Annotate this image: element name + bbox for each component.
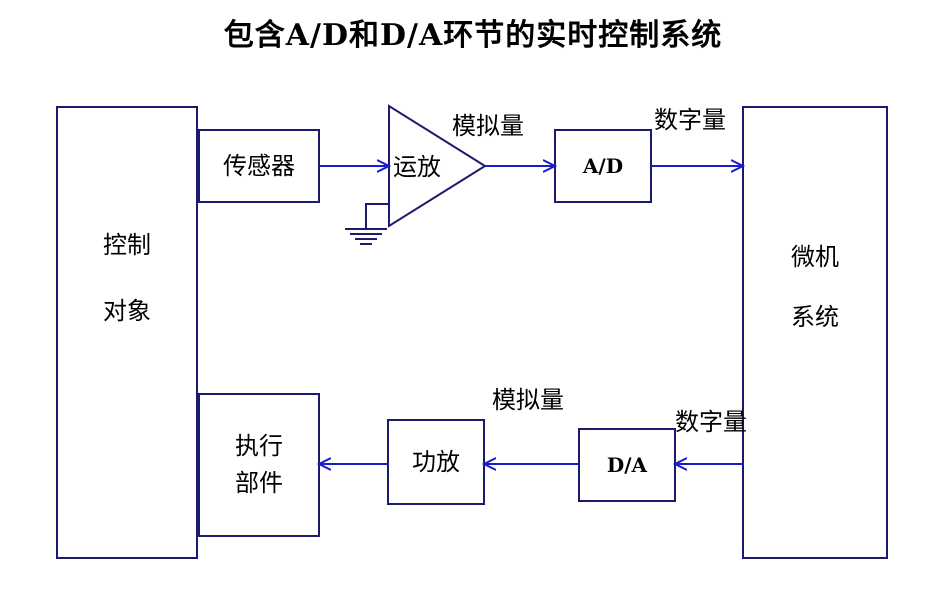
analog-signal-label-top: 模拟量 [452, 112, 524, 140]
dac-label: D/A [606, 453, 648, 477]
microcomputer-label-line2: 系统 [791, 303, 839, 331]
microcomputer-block [742, 106, 888, 559]
microcomputer-label: 微机 系统 [743, 245, 887, 329]
power-amp-label: 功放 [412, 447, 460, 476]
control-object-label: 控制 对象 [57, 233, 197, 323]
amplifier-label: 运放 [393, 153, 441, 181]
control-object-block [56, 106, 198, 559]
analog-signal-label-bottom: 模拟量 [492, 386, 564, 414]
actuator-label-line1: 执行 [235, 432, 283, 461]
digital-signal-label-top: 数字量 [654, 106, 726, 134]
digital-signal-label-bottom: 数字量 [675, 408, 747, 436]
actuator-label-line2: 部件 [235, 469, 283, 497]
adc-label: A/D [582, 154, 624, 178]
microcomputer-label-line1: 微机 [791, 243, 839, 271]
sensor-label: 传感器 [223, 151, 295, 180]
ground-icon [345, 203, 389, 245]
control-object-label-line1: 控制 [103, 231, 151, 259]
diagram-title: 包含A/D和D/A环节的实时控制系统 [223, 18, 723, 53]
control-object-label-line2: 对象 [103, 297, 151, 325]
actuator-label: 执行 部件 [199, 394, 319, 536]
